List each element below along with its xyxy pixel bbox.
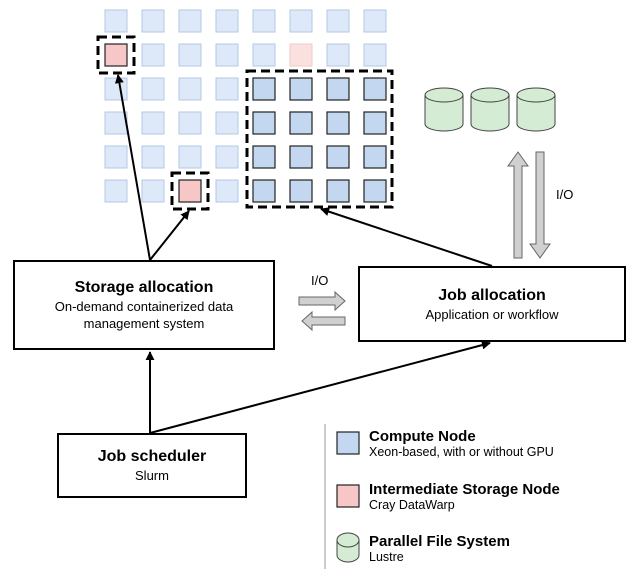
- compute-node-allocated: [289, 145, 313, 169]
- compute-node: [141, 9, 165, 33]
- compute-node: [141, 179, 165, 203]
- storage-allocation-subtitle-line2: management system: [83, 316, 205, 331]
- compute-node: [252, 9, 276, 33]
- io-arrow-left-icon: [301, 310, 346, 332]
- compute-node: [215, 145, 239, 169]
- compute-node-allocated: [363, 179, 387, 203]
- compute-node-allocated: [252, 111, 276, 135]
- compute-node: [141, 43, 165, 67]
- compute-node: [178, 145, 202, 169]
- compute-node-allocated: [289, 179, 313, 203]
- compute-node: [178, 111, 202, 135]
- pfs-cylinder-3-body: [516, 94, 556, 132]
- storage-node: [104, 43, 128, 67]
- job-scheduler-title: Job scheduler: [97, 448, 207, 465]
- compute-node-allocated: [326, 145, 350, 169]
- compute-node: [363, 43, 387, 67]
- compute-node: [104, 145, 128, 169]
- legend-icons: [324, 424, 360, 569]
- compute-node: [289, 9, 313, 33]
- compute-node: [178, 9, 202, 33]
- legend-compute-node: Compute Node Xeon-based, with or without…: [369, 428, 554, 460]
- compute-node: [215, 179, 239, 203]
- arrow-to-storage-node-2: [149, 210, 190, 261]
- io-arrow-up-icon: [507, 151, 529, 259]
- storage-node-icon: [336, 484, 360, 508]
- storage-allocation-box: Storage allocation On-demand containeriz…: [13, 260, 275, 350]
- io-label-pfs: I/O: [556, 187, 574, 202]
- cylinder-icon: [336, 532, 360, 563]
- compute-node-allocated: [252, 179, 276, 203]
- storage-node-idle: [289, 43, 313, 67]
- job-scheduler-subtitle: Slurm: [135, 468, 169, 483]
- compute-node-allocated: [326, 179, 350, 203]
- storage-node: [178, 179, 202, 203]
- legend-pfs-subtitle: Lustre: [369, 550, 404, 564]
- legend-pfs-title: Parallel File System: [369, 533, 510, 550]
- job-allocation-box: Job allocation Application or workflow: [358, 266, 626, 342]
- compute-node-grid: [104, 9, 387, 203]
- compute-node-allocated: [252, 145, 276, 169]
- selection-outlines: [96, 35, 394, 211]
- compute-node-allocated: [363, 145, 387, 169]
- storage-allocation-title: Storage allocation: [74, 279, 214, 296]
- legend-compute-title: Compute Node: [369, 428, 476, 445]
- cylinder-icon-top: [336, 532, 360, 548]
- compute-node: [104, 9, 128, 33]
- legend-compute-subtitle: Xeon-based, with or without GPU: [369, 445, 554, 459]
- arrow-to-job-nodes: [320, 207, 493, 267]
- compute-node-allocated: [289, 111, 313, 135]
- compute-node: [215, 9, 239, 33]
- compute-node: [141, 77, 165, 101]
- job-allocation-title: Job allocation: [438, 286, 546, 304]
- compute-node: [326, 43, 350, 67]
- pfs-cylinder-3: [516, 87, 556, 132]
- pfs-cylinder-2-top: [470, 87, 510, 103]
- pfs-cylinder-2-body: [470, 94, 510, 132]
- compute-node: [252, 43, 276, 67]
- connection-arrows: [114, 74, 551, 434]
- job-allocation-subtitle: Application or workflow: [425, 306, 559, 322]
- io-label-middle: I/O: [311, 273, 329, 288]
- io-arrow-down-icon: [529, 151, 551, 259]
- compute-node: [215, 77, 239, 101]
- compute-node: [178, 77, 202, 101]
- compute-node: [363, 9, 387, 33]
- compute-node-icon: [336, 431, 360, 455]
- compute-node: [104, 77, 128, 101]
- compute-node-allocated: [363, 77, 387, 101]
- pfs-cylinder-1: [424, 87, 464, 132]
- pfs-cylinder-3-top: [516, 87, 556, 103]
- compute-node-allocated: [326, 77, 350, 101]
- compute-node-allocated: [363, 111, 387, 135]
- compute-node-allocated: [326, 111, 350, 135]
- legend-storage-title: Intermediate Storage Node: [369, 481, 560, 498]
- storage-selection-outline-1: [96, 35, 136, 75]
- pfs-cylinder-2: [470, 87, 510, 132]
- compute-node: [104, 179, 128, 203]
- pfs-cylinder-1-body: [424, 94, 464, 132]
- compute-node-allocated: [252, 77, 276, 101]
- compute-node: [215, 43, 239, 67]
- compute-node-allocated: [289, 77, 313, 101]
- compute-node: [104, 111, 128, 135]
- compute-node: [141, 111, 165, 135]
- arrow-scheduler-to-job: [149, 340, 491, 434]
- arrow-to-storage-node-1: [114, 74, 151, 261]
- io-arrow-right-icon: [298, 290, 346, 312]
- parallel-file-system: [424, 87, 556, 132]
- legend-pfs: Parallel File System Lustre: [369, 533, 510, 565]
- job-selection-outline: [245, 69, 394, 209]
- compute-node: [141, 145, 165, 169]
- pfs-cylinder-1-top: [424, 87, 464, 103]
- job-scheduler-box: Job scheduler Slurm: [57, 433, 247, 498]
- compute-node: [215, 111, 239, 135]
- storage-selection-outline-2: [170, 171, 210, 211]
- legend-storage-node: Intermediate Storage Node Cray DataWarp: [369, 481, 560, 513]
- storage-allocation-subtitle-line1: On-demand containerized data: [54, 299, 234, 314]
- compute-node: [326, 9, 350, 33]
- compute-node: [178, 43, 202, 67]
- legend-storage-subtitle: Cray DataWarp: [369, 498, 455, 512]
